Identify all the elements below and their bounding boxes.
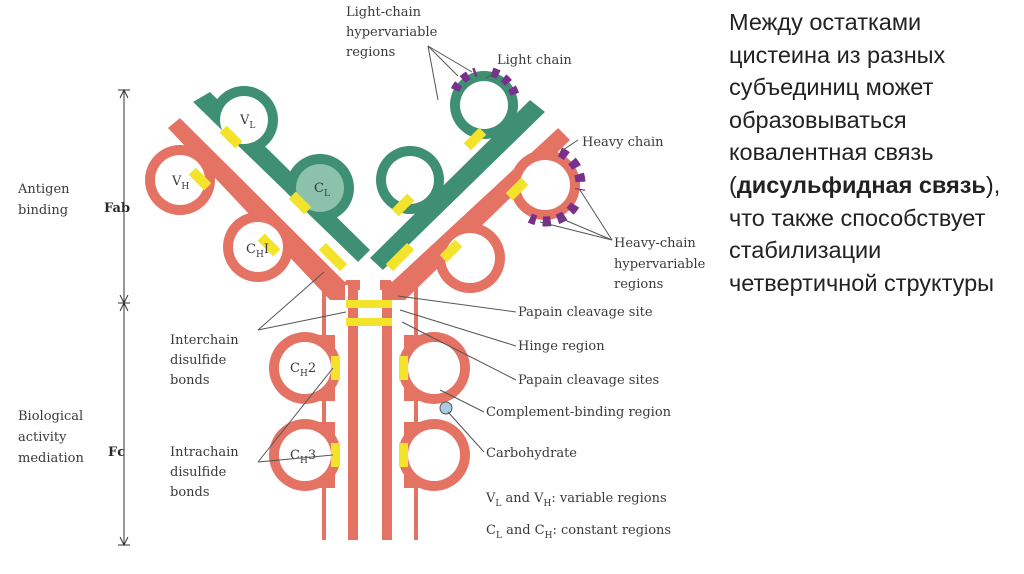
- hinge-label: Hinge region: [518, 339, 605, 354]
- legend-constant: CL and CH: constant regions: [486, 523, 671, 541]
- fab-right: [370, 67, 586, 300]
- fab-label: Fab: [104, 201, 130, 216]
- papain-site-label: Papain cleavage site: [518, 305, 653, 320]
- intrachain-label-1: Intrachain: [170, 445, 239, 460]
- vh-domain: [145, 145, 215, 215]
- light-hv-label-1: Light-chain: [346, 5, 422, 20]
- cl-label: CL: [314, 181, 330, 199]
- antigen-label-1: Antigen: [17, 182, 70, 197]
- fab-left: [145, 86, 370, 300]
- heavy-hv-label-2: hypervariable: [614, 257, 706, 272]
- vl-label: VL: [239, 113, 255, 131]
- light-chain-label: Light chain: [497, 53, 572, 68]
- interchain-label-3: bonds: [170, 373, 210, 388]
- biological-label-1: Biological: [18, 409, 83, 424]
- antibody-diagram: VL VH CL CHI CH2 CH3 Light-chain hyperva…: [17, 5, 706, 547]
- papain-sites-label: Papain cleavage sites: [518, 373, 659, 388]
- leader-lines: [257, 45, 613, 463]
- light-hv-label-3: regions: [346, 45, 395, 60]
- heavy-hv-label-3: regions: [614, 277, 663, 292]
- interchain-label-2: disulfide: [170, 353, 227, 368]
- side-text-bold: дисульфидная связь: [736, 171, 986, 198]
- intrachain-label-2: disulfide: [170, 465, 227, 480]
- heavy-chain-label: Heavy chain: [582, 135, 664, 150]
- scale-bar: [118, 88, 130, 547]
- legend-variable: VL and VH: variable regions: [485, 491, 667, 509]
- complement-label: Complement-binding region: [486, 405, 672, 420]
- antigen-label-2: binding: [18, 203, 68, 218]
- vh-domain-right: [510, 147, 586, 227]
- ch2-label: CH2: [290, 361, 316, 379]
- biological-label-3: mediation: [18, 451, 84, 466]
- ch3-label: CH3: [290, 448, 316, 466]
- vl-domain-right: [450, 67, 520, 139]
- fc-region: [269, 280, 470, 540]
- cl-domain-right: [376, 146, 444, 214]
- light-hv-label-2: hypervariable: [346, 25, 438, 40]
- side-text-part2: ), что также способствует стабилизации ч…: [729, 171, 1001, 296]
- carbohydrate-icon: [439, 401, 453, 415]
- vh-label: VH: [171, 174, 189, 192]
- side-text-part1: Между остатками цистеина из разных субъе…: [729, 9, 946, 198]
- fc-label: Fc: [108, 445, 125, 460]
- ch1-label: CHI: [246, 242, 269, 260]
- side-description: Между остатками цистеина из разных субъе…: [729, 6, 1019, 299]
- ch1-domain: [223, 212, 293, 282]
- carbohydrate-label: Carbohydrate: [486, 446, 577, 461]
- heavy-hv-label-1: Heavy-chain: [614, 236, 696, 251]
- intrachain-label-3: bonds: [170, 485, 210, 500]
- interchain-label-1: Interchain: [170, 333, 239, 348]
- biological-label-2: activity: [18, 430, 67, 445]
